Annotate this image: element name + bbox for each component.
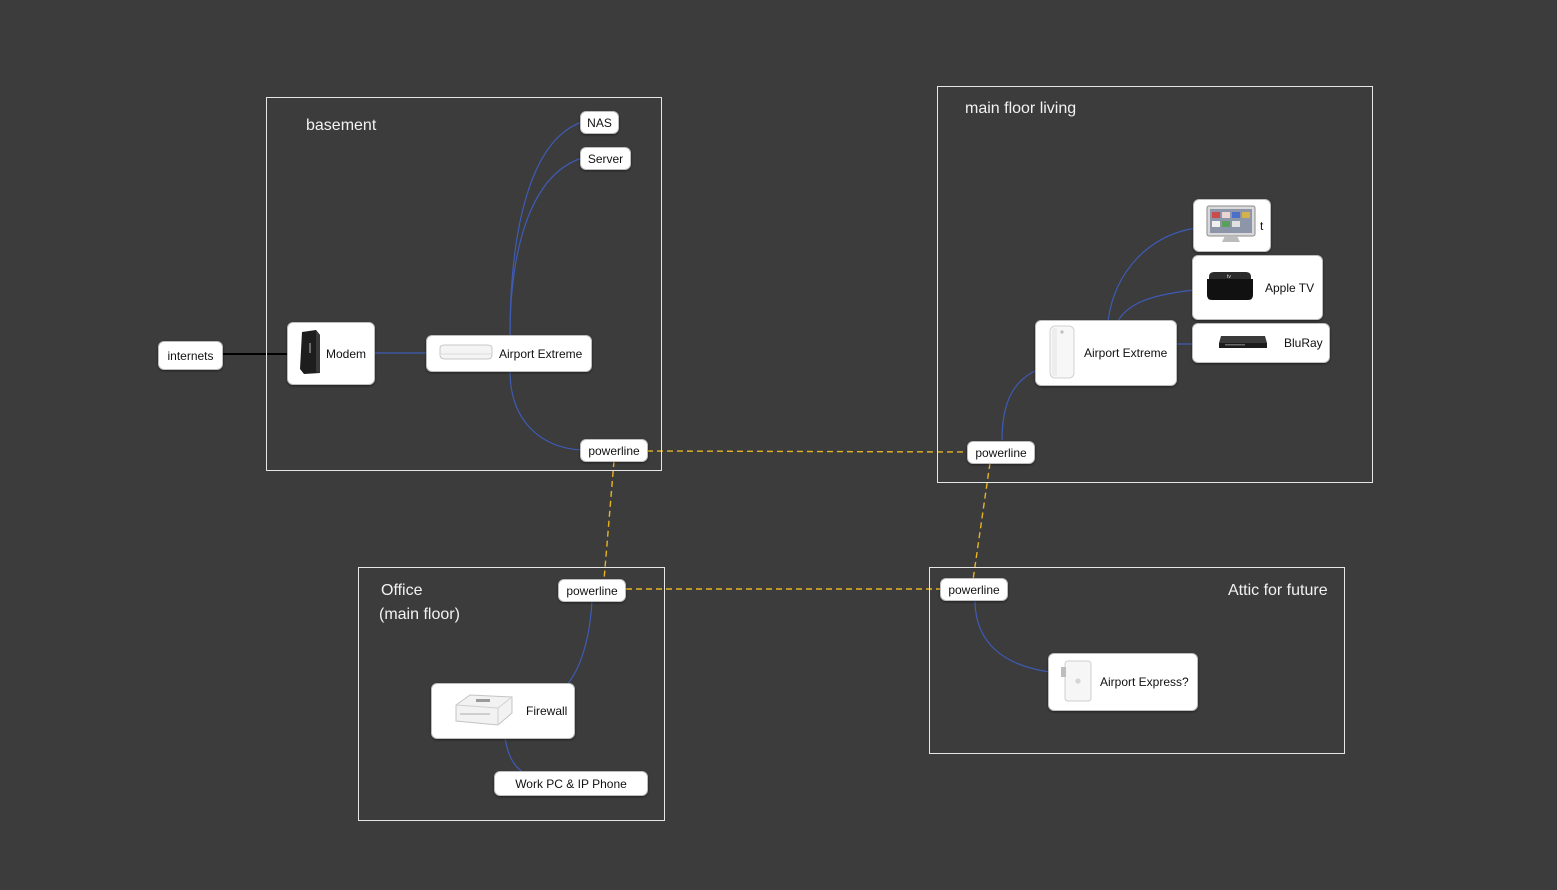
link-powerline-firewall: [565, 599, 593, 687]
node-powerline-main[interactable]: powerline: [967, 441, 1035, 464]
node-airport-extreme-basement[interactable]: Airport Extreme: [426, 335, 592, 372]
zone-label-office: Office: [381, 582, 423, 599]
link-airport-main-appletv: [1117, 289, 1195, 322]
link-airport-server: [509, 157, 583, 338]
node-tv[interactable]: t: [1193, 199, 1271, 252]
node-airport-extreme-main[interactable]: Airport Extreme: [1035, 320, 1177, 386]
airport-extreme-tower-icon: [1048, 324, 1076, 383]
link-powerline-express: [974, 599, 1051, 673]
zone-label-basement: basement: [306, 117, 377, 134]
link-powerline-airport-main: [1001, 369, 1038, 441]
node-work-pc-label: Work PC & IP Phone: [515, 776, 627, 791]
node-nas[interactable]: NAS: [580, 111, 619, 134]
node-powerline-main-label: powerline: [975, 445, 1027, 460]
node-airport-extreme-basement-label: Airport Extreme: [499, 346, 583, 361]
node-airport-express[interactable]: Airport Express?: [1048, 653, 1198, 711]
node-tv-label: t: [1260, 218, 1264, 233]
node-airport-extreme-main-label: Airport Extreme: [1084, 346, 1168, 360]
node-bluray-label: BluRay: [1284, 336, 1323, 350]
bluray-player-icon: [1215, 333, 1269, 354]
airport-extreme-flat-icon: [437, 343, 495, 364]
svg-text:tv: tv: [1227, 274, 1231, 280]
node-nas-label: NAS: [587, 115, 612, 130]
node-powerline-office[interactable]: powerline: [558, 579, 626, 602]
link-airport-powerline: [509, 370, 583, 451]
link-airport-main-tv: [1107, 227, 1197, 322]
apple-tv-icon: tv: [1203, 269, 1257, 306]
node-server-label: Server: [587, 151, 624, 166]
node-internets[interactable]: internets: [158, 341, 223, 370]
zone-main-floor-living: [937, 86, 1373, 483]
node-server[interactable]: Server: [580, 147, 631, 170]
node-modem-label: Modem: [326, 346, 367, 361]
node-powerline-office-label: powerline: [566, 583, 618, 598]
powerline-basement-main: [646, 450, 969, 453]
television-icon: [1206, 205, 1256, 246]
node-apple-tv[interactable]: tv Apple TV: [1192, 255, 1323, 320]
node-firewall[interactable]: Firewall: [431, 683, 575, 739]
node-work-pc[interactable]: Work PC & IP Phone: [494, 771, 648, 796]
zone-label-main-floor-living: main floor living: [965, 100, 1077, 117]
node-modem[interactable]: Modem: [287, 322, 375, 385]
modem-icon: [298, 329, 322, 378]
node-powerline-attic-label: powerline: [948, 582, 1000, 597]
zone-office: [358, 567, 665, 821]
node-firewall-label: Firewall: [526, 704, 568, 718]
airport-express-icon: [1059, 657, 1095, 708]
zone-label-attic: Attic for future: [1228, 582, 1328, 599]
firewall-appliance-icon: [450, 691, 516, 732]
node-bluray[interactable]: BluRay: [1192, 323, 1330, 363]
node-powerline-basement-label: powerline: [588, 443, 640, 458]
node-internets-label: internets: [167, 348, 214, 363]
node-airport-express-label: Airport Express?: [1100, 675, 1189, 689]
node-apple-tv-label: Apple TV: [1265, 280, 1315, 295]
zone-label-office-sub: (main floor): [379, 606, 460, 623]
zone-basement: [266, 97, 662, 471]
node-powerline-attic[interactable]: powerline: [940, 578, 1008, 601]
powerline-basement-office: [603, 460, 615, 581]
zone-attic: [929, 567, 1345, 754]
node-powerline-basement[interactable]: powerline: [580, 439, 648, 462]
